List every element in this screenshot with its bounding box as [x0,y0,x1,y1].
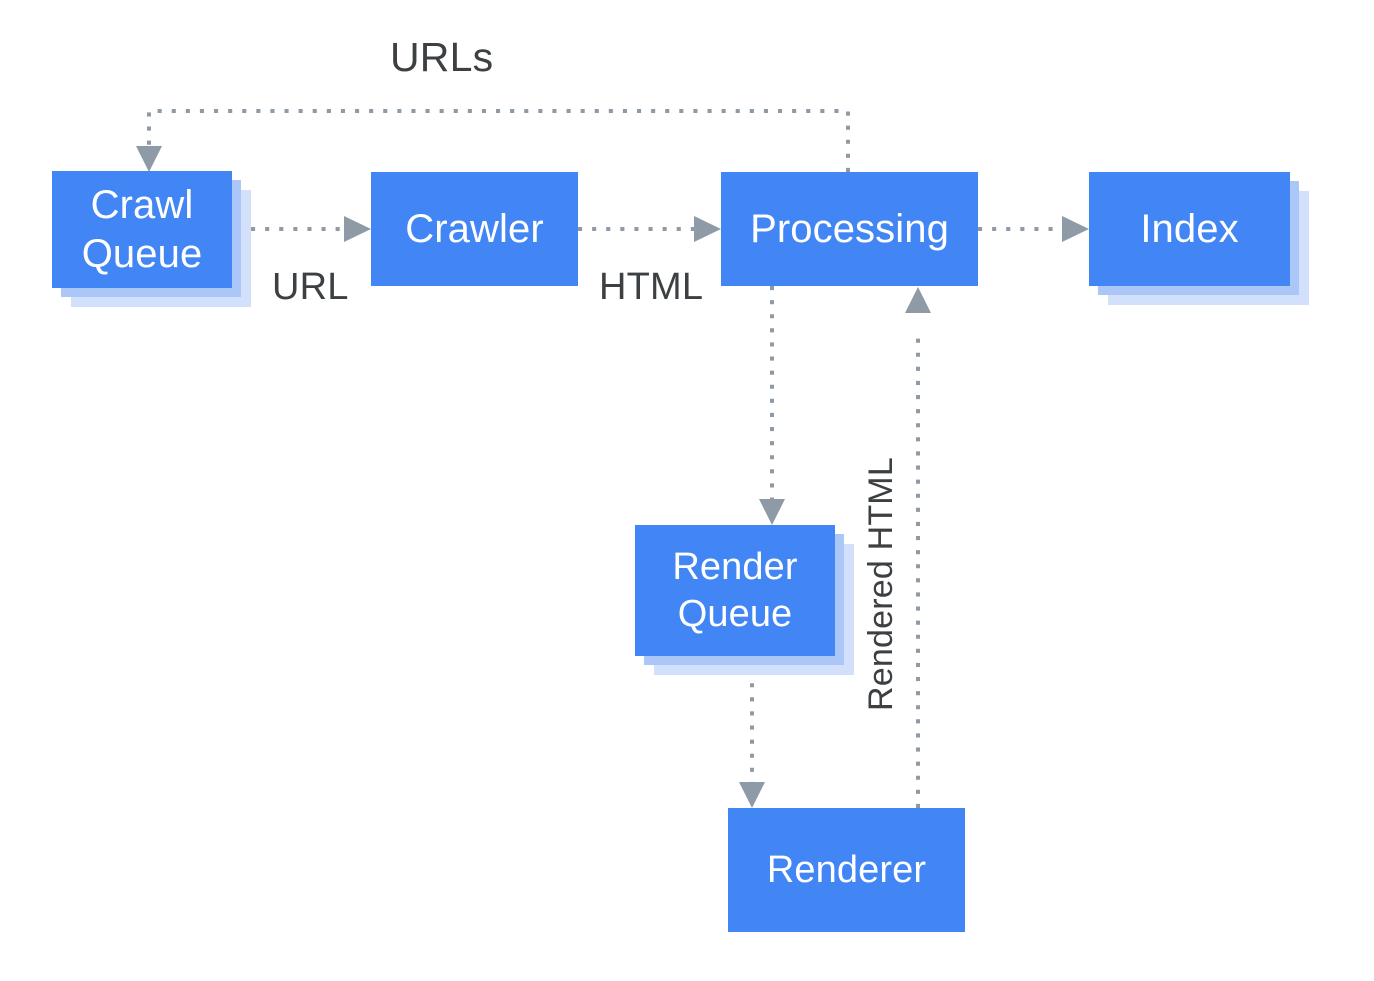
node-crawler[interactable]: Crawler [371,172,578,286]
node-processing[interactable]: Processing [721,172,978,286]
edge-rendered-html [905,287,931,808]
edge-to-render-queue [759,286,785,525]
edge-label-html: HTML [599,266,704,308]
processing-label: Processing [721,172,978,286]
render-queue-label: Render Queue [635,525,835,656]
crawl-queue-label-line2: Queue [81,231,203,276]
edge-html [578,216,721,242]
node-crawl-queue[interactable]: Crawl Queue [52,171,251,307]
edge-label-urls: URLs [390,34,494,80]
edge-url [251,216,371,242]
render-queue-label-line1: Render [672,546,798,589]
node-renderer[interactable]: Renderer [728,808,965,932]
edge-label-url: URL [272,266,349,308]
edge-to-index [978,216,1089,242]
crawl-queue-label-line1: Crawl [90,182,194,227]
crawl-queue-label: Crawl Queue [52,171,232,288]
crawler-label: Crawler [371,172,578,286]
node-render-queue[interactable]: Render Queue [635,525,854,675]
render-queue-label-line2: Queue [677,592,793,635]
renderer-label: Renderer [728,808,965,932]
index-label: Index [1089,172,1290,286]
edge-label-rendered-html: Rendered HTML [862,457,900,711]
edge-urls [136,109,850,172]
node-index[interactable]: Index [1089,172,1309,305]
edge-to-renderer [739,655,765,808]
